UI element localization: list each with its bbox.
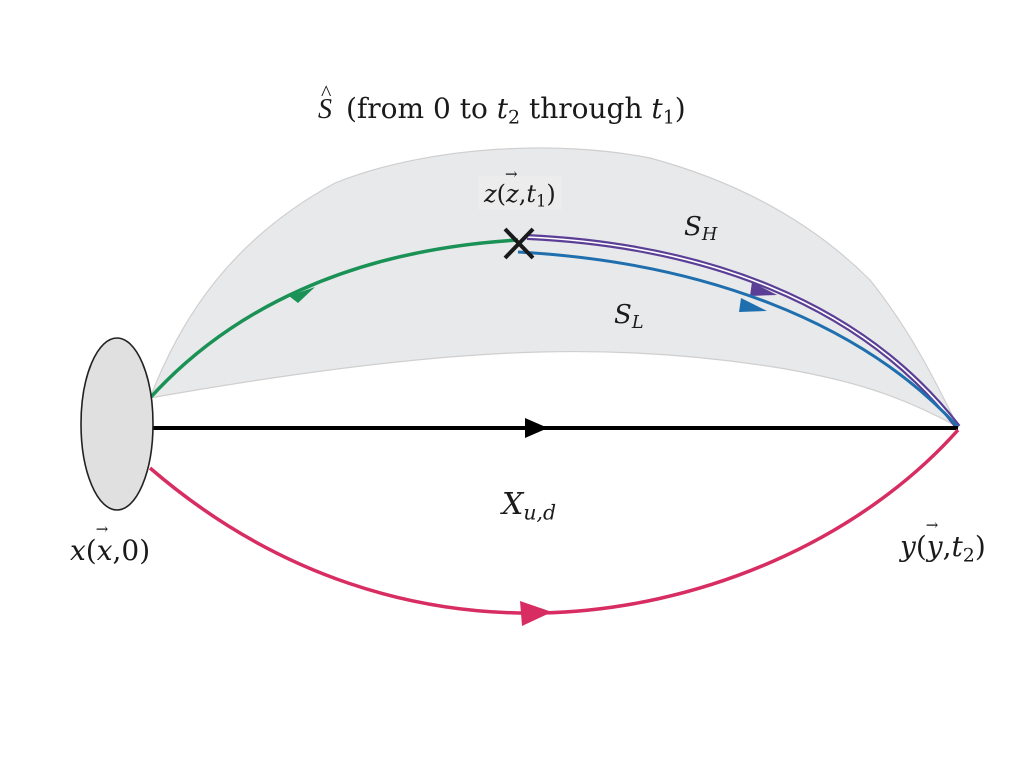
vertex-x-open-paren: ( <box>85 534 97 567</box>
quark-line-label: Xu,d <box>502 487 556 523</box>
vertex-z-name: z <box>484 180 497 208</box>
heavy-line-label: SH <box>684 212 717 244</box>
surface-mid-time-index: 1 <box>662 106 675 129</box>
surface-description: (from 0 to <box>346 92 497 125</box>
vertex-z-close-paren: ) <box>546 180 556 208</box>
vertex-x-name: x <box>70 534 86 567</box>
surface-label: S(from 0 to t2 through t1) <box>318 82 686 127</box>
surface-through-word: through <box>520 92 652 125</box>
vertex-z-time-index: 1 <box>535 191 547 211</box>
vertex-cross-icon <box>503 227 535 260</box>
source-ellipse <box>80 337 154 511</box>
surface-mid-time: t <box>651 92 663 125</box>
light-arrowhead <box>739 298 767 312</box>
vertex-z-time-prefix: , <box>518 180 527 208</box>
light-line-label: SL <box>614 300 644 332</box>
vertex-z-vector: z <box>505 167 519 206</box>
heavy-line-symbol: S <box>684 212 702 242</box>
light-propagator <box>517 250 960 429</box>
surface-upper-time: t <box>496 92 508 125</box>
green-propagator <box>148 238 519 400</box>
vertex-y-time-prefix: , <box>942 530 952 563</box>
light-line-symbol: S <box>614 300 632 330</box>
vertex-y-name: y <box>900 530 916 563</box>
vertex-y-close-paren: ) <box>974 530 986 563</box>
vertex-y-label: y(y,t2) <box>900 518 986 565</box>
surface-symbol: S <box>318 82 332 124</box>
vertex-x-label: x(x,0) <box>70 522 151 567</box>
green-arrowhead <box>289 287 315 303</box>
quark-line-index: u,d <box>523 500 557 525</box>
light-line-index: L <box>631 312 644 333</box>
quark-line-symbol: X <box>502 487 524 522</box>
vertex-z-open-paren: ( <box>496 180 507 208</box>
heavy-line-index: H <box>701 224 718 245</box>
heavy-propagator-inner <box>526 236 959 428</box>
surface-region <box>149 147 960 429</box>
heavy-arrowhead <box>750 282 777 296</box>
vertex-x-vector: x <box>96 522 113 565</box>
vertex-z-label: z(z,t1) <box>478 167 562 211</box>
surface-upper-time-index: 2 <box>507 106 521 129</box>
black-arrowhead <box>525 418 548 438</box>
vertex-y-time: t <box>951 530 963 563</box>
vertex-z-time: t <box>526 180 536 208</box>
red-arrowhead <box>520 601 552 626</box>
vertex-y-open-paren: ( <box>915 530 927 563</box>
vertex-y-vector: y <box>926 518 943 561</box>
surface-close-paren: ) <box>674 92 686 125</box>
vertex-y-time-index: 2 <box>962 544 975 567</box>
vertex-x-time: ,0) <box>112 534 151 567</box>
